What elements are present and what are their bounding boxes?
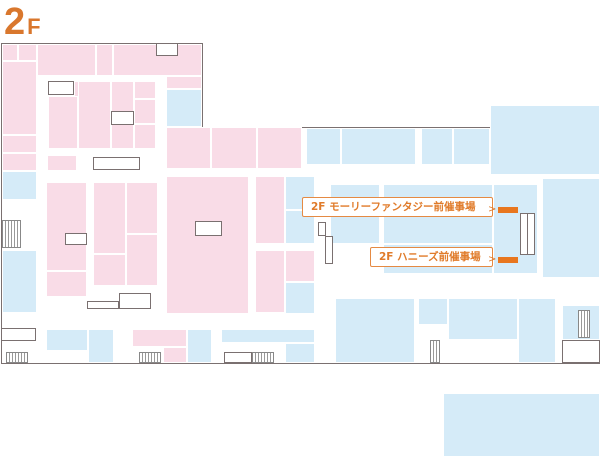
service-area[interactable]: [46, 329, 88, 351]
stairs-icon: [139, 352, 161, 363]
shop[interactable]: [255, 250, 285, 313]
shop[interactable]: [93, 182, 126, 254]
event-space-marker[interactable]: [498, 207, 518, 213]
floor-number: 2: [4, 1, 26, 43]
shop[interactable]: [2, 61, 37, 135]
escalator: [318, 222, 326, 236]
service-area[interactable]: [306, 128, 341, 165]
shop[interactable]: [2, 135, 37, 153]
shop[interactable]: [166, 176, 249, 314]
shop[interactable]: [46, 271, 87, 297]
facility-box: [111, 111, 134, 125]
stairs-icon: [2, 220, 21, 248]
escalator: [527, 213, 535, 255]
shop[interactable]: [46, 182, 87, 271]
service-area[interactable]: [490, 105, 600, 175]
shop[interactable]: [132, 329, 187, 347]
service-area[interactable]: [335, 298, 415, 363]
shop[interactable]: [134, 124, 156, 149]
shop[interactable]: [134, 81, 156, 99]
service-area[interactable]: [341, 128, 416, 165]
facility-box: [48, 81, 74, 95]
service-area[interactable]: [453, 128, 490, 165]
service-area[interactable]: [221, 329, 315, 343]
shop[interactable]: [166, 127, 211, 169]
floor-label: 2F: [4, 2, 41, 42]
service-area[interactable]: [542, 178, 600, 278]
service-area[interactable]: [443, 393, 600, 457]
escalator: [93, 157, 140, 170]
shop[interactable]: [126, 234, 158, 286]
shop[interactable]: [211, 127, 257, 169]
event-space-callout-molly-fantasy[interactable]: 2F モーリーファンタジー前催事場: [302, 197, 493, 217]
shop[interactable]: [48, 96, 78, 149]
wall: [1, 43, 2, 363]
event-space-marker[interactable]: [498, 257, 518, 263]
facility-box: [224, 352, 252, 363]
shop[interactable]: [2, 153, 37, 171]
service-area[interactable]: [418, 298, 448, 325]
escalator: [325, 236, 333, 264]
escalator: [119, 293, 151, 309]
stairs-icon: [6, 352, 28, 363]
service-area[interactable]: [285, 282, 315, 314]
stairs-icon: [578, 310, 590, 338]
service-area[interactable]: [2, 171, 37, 200]
shop[interactable]: [285, 250, 315, 282]
facility-box: [65, 233, 87, 245]
service-area[interactable]: [518, 298, 556, 363]
service-area[interactable]: [330, 214, 380, 244]
facility-box: [156, 43, 178, 56]
facility-box: [1, 328, 36, 341]
shop[interactable]: [47, 155, 77, 171]
shop[interactable]: [126, 182, 158, 234]
pointer-arrow-icon: >: [488, 254, 497, 265]
wall: [1, 363, 600, 364]
shop[interactable]: [257, 127, 302, 169]
service-area[interactable]: [285, 343, 315, 363]
pointer-arrow-icon: >: [488, 204, 497, 215]
service-area[interactable]: [88, 329, 114, 363]
shop[interactable]: [2, 44, 18, 61]
shop[interactable]: [255, 176, 285, 244]
shop[interactable]: [93, 254, 126, 286]
shop[interactable]: [18, 44, 37, 61]
wall: [202, 127, 490, 128]
event-space-callout-honeys[interactable]: 2F ハニーズ前催事場: [370, 247, 493, 267]
shop[interactable]: [37, 44, 96, 76]
shop[interactable]: [163, 347, 187, 363]
shop[interactable]: [166, 76, 202, 89]
shop[interactable]: [78, 81, 111, 149]
floor-suffix: F: [27, 14, 41, 39]
service-area[interactable]: [166, 89, 202, 127]
shop[interactable]: [134, 99, 156, 124]
facility-box: [562, 340, 600, 363]
stairs-icon: [430, 340, 440, 363]
wall: [202, 43, 203, 127]
stairs-icon: [252, 352, 274, 363]
shop[interactable]: [96, 44, 113, 76]
facility-box: [195, 221, 222, 236]
wall: [1, 43, 203, 44]
service-area[interactable]: [421, 128, 453, 165]
escalator: [87, 301, 119, 309]
service-area[interactable]: [187, 329, 212, 363]
service-area[interactable]: [2, 250, 37, 313]
service-area[interactable]: [448, 298, 518, 340]
